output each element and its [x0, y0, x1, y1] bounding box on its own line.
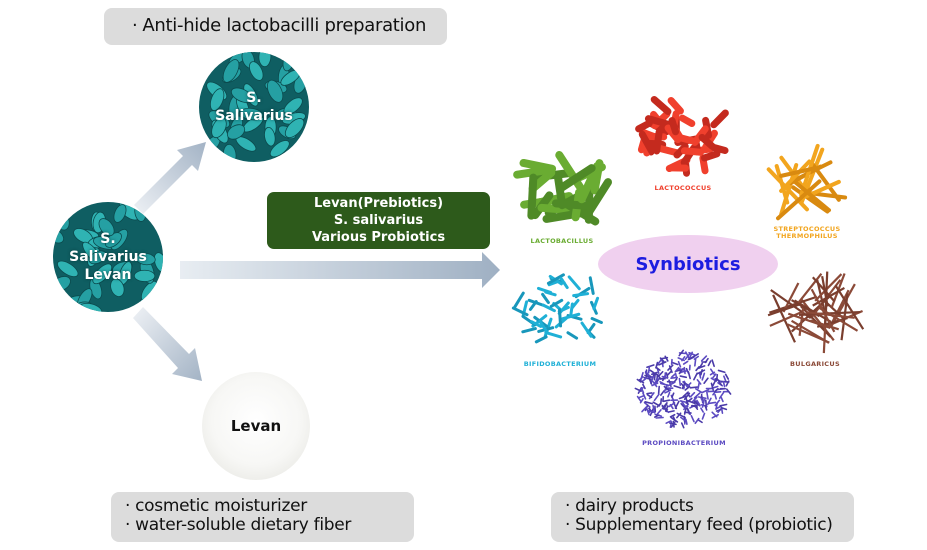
node-label-line: Salivarius [69, 249, 147, 265]
node-label-line: Levan [84, 267, 132, 283]
application-note-levan: ·cosmetic moisturizer ·water-soluble die… [111, 492, 414, 542]
bullet: · [132, 15, 138, 36]
lactococcus-label: LACTOCOCCUS [654, 184, 712, 192]
node-label-line: S. [246, 90, 262, 106]
bifidobacterium-illustration [511, 273, 603, 344]
bacteria-texture [199, 52, 309, 162]
application-note-synbiotics: ·dairy products ·Supplementary feed (pro… [551, 492, 854, 542]
component-line: S. salivarius [333, 213, 424, 228]
propionibacterium-illustration [634, 349, 732, 429]
component-line: Various Probiotics [311, 230, 446, 245]
bulgaricus-label: BULGARICUS [790, 360, 840, 368]
node-label-line: S. [100, 231, 116, 247]
node-label: Levan [230, 417, 282, 435]
lactobacillus-label: LACTOBACILLUS [530, 237, 594, 245]
source-node-salivarius-levan: S. Salivarius Levan [53, 202, 163, 312]
streptococcus-label-line1: STREPTOCOCCUS [773, 225, 841, 233]
bullet: · [125, 496, 131, 516]
lactococcus-illustration [635, 95, 729, 177]
node-salivarius: S. Salivarius [199, 52, 309, 162]
arrow-to-salivarius [134, 142, 206, 214]
note-line: water-soluble dietary fiber [135, 515, 352, 535]
arrow-to-levan [133, 307, 202, 381]
bullet: · [125, 515, 131, 535]
note-line: cosmetic moisturizer [135, 496, 307, 516]
node-levan-powder: Levan [202, 372, 310, 480]
note-line: Supplementary feed (probiotic) [575, 515, 833, 535]
propionibacterium-label: PROPIONIBACTERIUM [642, 439, 726, 447]
synbiotics-label: Synbiotics [635, 253, 741, 275]
component-line: Levan(Prebiotics) [313, 196, 444, 211]
bullet: · [565, 496, 571, 516]
bifidobacterium-label: BIFIDOBACTERIUM [523, 360, 597, 368]
note-line: dairy products [575, 496, 694, 516]
streptococcus-thermophilus-illustration [766, 143, 848, 221]
lactobacillus-illustration [513, 151, 612, 226]
bullet: · [565, 515, 571, 535]
bulgaricus-illustration [767, 271, 865, 354]
arrow-to-synbiotics [180, 252, 500, 288]
application-note-top: ·Anti-hide lactobacilli preparation [104, 8, 447, 45]
synbiotics-hub: Synbiotics [598, 235, 778, 293]
bacteria-texture [53, 202, 163, 312]
streptococcus-label-line2: THERMOPHILUS [776, 232, 838, 240]
synbiotic-components-box: Levan(Prebiotics) S. salivarius Various … [267, 192, 490, 249]
streptococcus-label: STREPTOCOCCUS THERMOPHILUS [767, 226, 847, 240]
node-label-line: Salivarius [215, 108, 293, 124]
note-line: Anti-hide lactobacilli preparation [142, 15, 427, 36]
